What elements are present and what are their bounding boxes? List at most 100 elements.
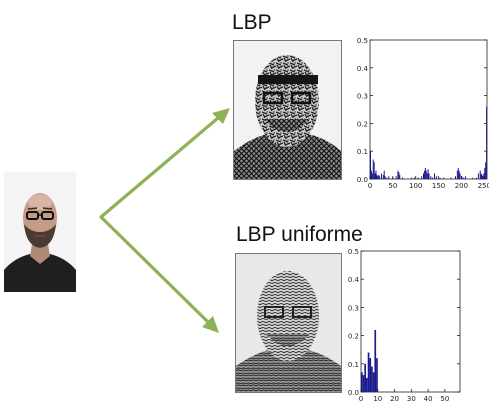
lbp-texture-image (233, 40, 342, 180)
histogram-bar (367, 352, 370, 392)
lbp-uniform-title: LBP uniforme (236, 223, 363, 246)
histogram-bar (373, 162, 375, 179)
x-tick-label: 0 (368, 182, 372, 190)
y-tick-label: 0.1 (357, 148, 368, 156)
histogram-bar (382, 174, 384, 179)
arrow-up-head (212, 108, 230, 124)
histogram-bar (391, 177, 393, 179)
histogram-bar (372, 372, 375, 392)
histogram-bar (397, 170, 399, 179)
arrow-down-shaft (99, 215, 210, 324)
histogram-bar (366, 377, 368, 392)
portrait-photo (4, 172, 76, 292)
x-tick-label: 30 (407, 395, 416, 403)
histogram-bar (480, 173, 482, 179)
y-tick-label: 0.3 (357, 93, 368, 101)
histogram-bar (435, 176, 437, 179)
histogram-bar (370, 151, 371, 179)
y-tick-label: 0.2 (357, 120, 368, 128)
histogram-bar (386, 177, 388, 179)
histogram-bar (423, 170, 425, 179)
x-tick-label: 50 (388, 182, 397, 190)
histogram-bar (376, 174, 378, 179)
y-tick-label: 0.5 (357, 37, 368, 45)
histogram-bar (379, 176, 381, 179)
y-tick-label: 0.4 (348, 276, 360, 284)
histogram-bar (472, 177, 474, 179)
histogram-bar (401, 177, 403, 179)
x-tick-label: 0 (359, 395, 363, 403)
histogram-bar (430, 176, 432, 179)
histogram-bar (371, 366, 373, 392)
histogram-bar (426, 173, 428, 179)
histogram-bar (413, 177, 415, 179)
histogram-bar (398, 172, 400, 179)
x-tick-label: 250 (478, 182, 489, 190)
histogram-bar (369, 358, 372, 392)
arrow-down-head (202, 316, 219, 333)
histogram-bar (457, 167, 459, 179)
x-tick-label: 50 (440, 395, 449, 403)
histogram-bar (375, 170, 377, 179)
histogram-bar (362, 375, 365, 392)
histogram-bar (376, 358, 378, 392)
histogram-bar (459, 173, 461, 179)
y-tick-label: 0.2 (348, 333, 359, 341)
x-tick-label: 100 (409, 182, 422, 190)
histogram-bar (378, 174, 380, 179)
histogram-bar (433, 173, 435, 179)
histogram-bar (384, 176, 386, 179)
histogram-bar (372, 159, 374, 179)
histogram-bar (424, 167, 426, 179)
lbp-title: LBP (232, 11, 272, 34)
histogram-bar (481, 174, 483, 179)
histogram-bar (374, 173, 376, 179)
histogram-bar (477, 173, 479, 179)
histogram-bar (417, 177, 419, 179)
histogram-bar (383, 170, 385, 179)
histogram-bar (388, 176, 390, 179)
histogram-bar (465, 176, 467, 179)
histogram-bar (483, 173, 485, 179)
y-tick-label: 0.4 (357, 65, 369, 73)
y-tick-label: 0.0 (348, 389, 359, 397)
x-tick-label: 200 (455, 182, 468, 190)
histogram-bar (427, 169, 429, 179)
histogram-bar (370, 170, 372, 179)
histogram-bar (485, 162, 487, 179)
histogram-bar (425, 170, 427, 179)
histogram-bar (479, 170, 481, 179)
arrow-up-shaft (99, 116, 220, 219)
histogram-bar (399, 174, 401, 179)
histogram-bar (380, 173, 382, 179)
histogram-bar (482, 176, 484, 179)
histogram-bar (456, 170, 458, 179)
lbp-uniform-texture-image (235, 253, 342, 393)
y-tick-label: 0.3 (348, 304, 359, 312)
histogram-bar (428, 173, 430, 179)
histogram-bar (463, 177, 465, 179)
histogram-bar (374, 329, 377, 392)
histogram-bar (432, 177, 434, 179)
histogram-bar (458, 170, 460, 179)
histogram-bar (421, 176, 423, 179)
histogram-bar (395, 176, 397, 179)
plot-frame (369, 39, 488, 180)
x-tick-label: 20 (390, 395, 399, 403)
histogram-bar (461, 176, 463, 179)
histogram-bar (423, 173, 425, 179)
histogram-bar (411, 177, 413, 179)
histogram-bar (455, 176, 457, 179)
histogram-bar (450, 177, 452, 179)
y-tick-label: 0.0 (357, 176, 368, 184)
histogram-bar (486, 106, 488, 179)
x-tick-label: 10 (373, 395, 382, 403)
y-tick-label: 0.1 (348, 361, 359, 369)
histogram-bar (377, 176, 379, 179)
y-tick-label: 0.5 (348, 248, 359, 256)
